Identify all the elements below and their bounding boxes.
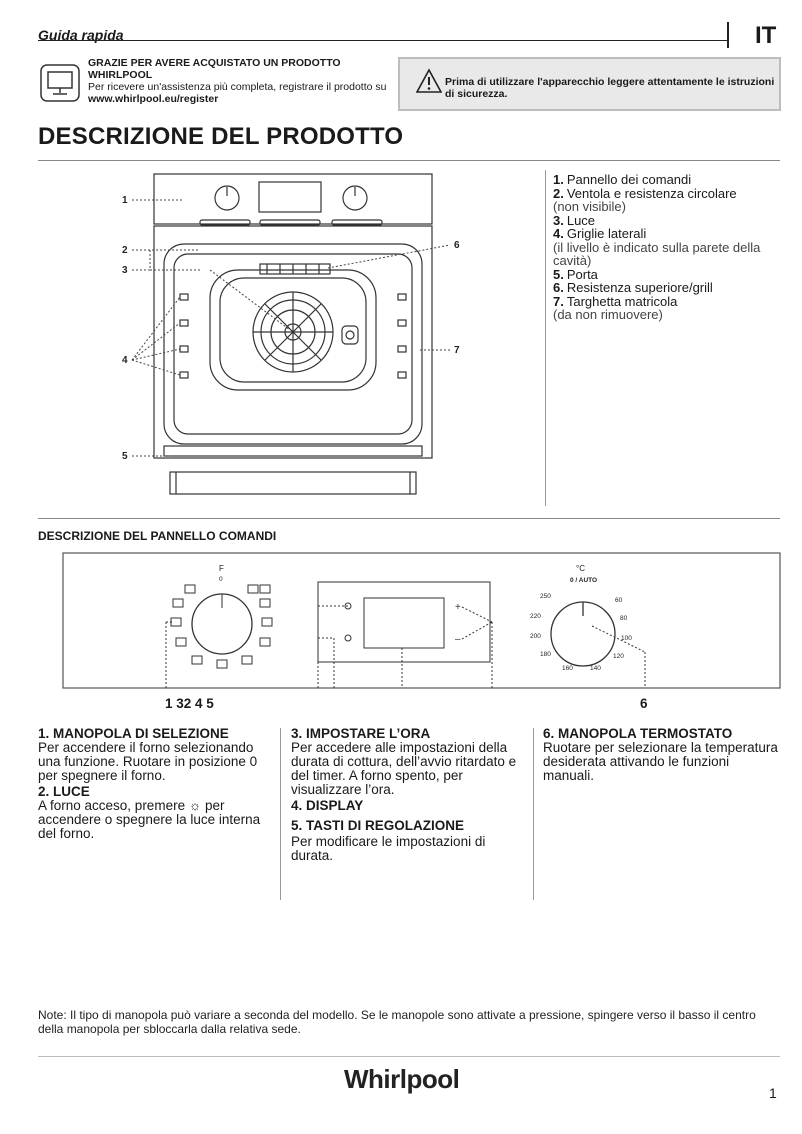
page-title: DESCRIZIONE DEL PRODOTTO [38,123,404,150]
oven-callout-4: 4 [122,355,128,366]
temp-label: 180 [540,651,551,658]
part-subtext: (da non rimuovere) [553,307,663,322]
registration-text: Per ricevere un'assistenza più completa,… [88,81,387,93]
item-text: Per accedere alle impostazioni della dur… [291,740,517,797]
column-divider [280,728,281,900]
thermostat-unit: °C [576,564,585,573]
monitor-icon [40,64,80,102]
registration-info: GRAZIE PER AVERE ACQUISTATO UN PRODOTTO … [88,57,388,105]
guide-title: Guida rapida [38,27,124,43]
safety-warning-text: Prima di utilizzare l'apparecchio legger… [445,76,775,100]
item-text: Ruotare per selezionare la temperatura d… [543,740,778,783]
selector-zero: 0 [219,576,223,583]
temp-label: 60 [615,597,623,604]
item-title: 5. TASTI DI REGOLAZIONE [291,818,465,833]
oven-callout-6: 6 [454,240,460,251]
oven-callout-5: 5 [122,451,128,462]
control-panel-diagram: + – F 0 °C 0 / AUTO 250 60 220 80 200 10… [62,552,781,689]
temp-label: 140 [590,665,601,672]
whirlpool-logo: Whirlpool [344,1064,460,1094]
temp-label: 120 [613,653,624,660]
safety-warning-box [398,57,781,111]
page-number: 1 [769,1085,777,1101]
oven-callout-1: 1 [122,195,128,206]
temp-label: 220 [530,613,541,620]
part-item: 3.Luce [553,212,596,228]
panel-section-title: DESCRIZIONE DEL PANNELLO COMANDI [38,529,277,543]
item-title: 3. IMPOSTARE L’ORA [291,726,431,741]
column-3: 6. MANOPOLA TERMOSTATO Ruotare per selez… [543,727,783,783]
footnote: Note: Il tipo di manopola può variare a … [38,1008,756,1036]
temp-label: 250 [540,593,551,600]
part-item: 4.Griglie laterali [553,226,647,241]
item-title: 1. MANOPOLA DI SELEZIONE [38,726,229,741]
registration-title: GRAZIE PER AVERE ACQUISTATO UN PRODOTTO … [88,57,341,81]
oven-callout-2: 2 [122,245,128,256]
plus-button[interactable]: + [455,602,461,613]
oven-callout-3: 3 [122,265,128,276]
oven-diagram: 1 2 3 4 5 6 7 [122,173,460,495]
panel-callouts-left: 1 32 4 5 [165,696,214,711]
section-rule [38,518,780,519]
language-code: IT [755,22,777,49]
minus-button[interactable]: – [455,634,461,645]
item-title: 2. LUCE [38,784,90,799]
item-title: 4. DISPLAY [291,798,364,813]
part-item: 6.Resistenza superiore/grill [553,280,713,295]
temp-label: 200 [530,633,541,640]
parts-list: 1.Pannello dei comandi 2.Ventola e resis… [553,173,788,322]
header-separator [727,22,729,48]
part-subtext: (il livello è indicato sulla parete dell… [553,239,761,268]
header-rule [38,40,728,41]
item-text: Per modificare le impostazioni di durata… [291,834,486,863]
footer-rule [38,1056,780,1057]
title-rule [38,160,780,161]
item-text: A forno acceso, premere ☼ per accendere … [38,798,261,841]
selector-top-label: F [219,564,224,573]
thermostat-off-label: 0 / AUTO [570,577,597,584]
part-item: 1.Pannello dei comandi [553,172,692,187]
column-divider [545,170,546,506]
warning-icon [416,68,442,93]
column-2: 3. IMPOSTARE L’ORA Per accedere alle imp… [291,727,531,863]
column-divider [533,728,534,900]
temp-label: 80 [620,615,628,622]
part-item: 7.Targhetta matricola [553,293,678,309]
item-title: 6. MANOPOLA TERMOSTATO [543,726,733,741]
column-1: 1. MANOPOLA DI SELEZIONE Per accendere i… [38,727,278,841]
item-text: Per accendere il forno selezionando una … [38,740,258,783]
part-item: 5.Porta [553,266,598,282]
part-subtext: (non visibile) [553,199,626,214]
panel-callout-right: 6 [640,696,648,711]
oven-callout-7: 7 [454,345,460,356]
temp-label: 100 [621,635,632,642]
registration-link[interactable]: www.whirlpool.eu/register [88,93,219,105]
temp-label: 160 [562,665,573,672]
part-item: 2.Ventola e resistenza circolare [553,185,737,201]
